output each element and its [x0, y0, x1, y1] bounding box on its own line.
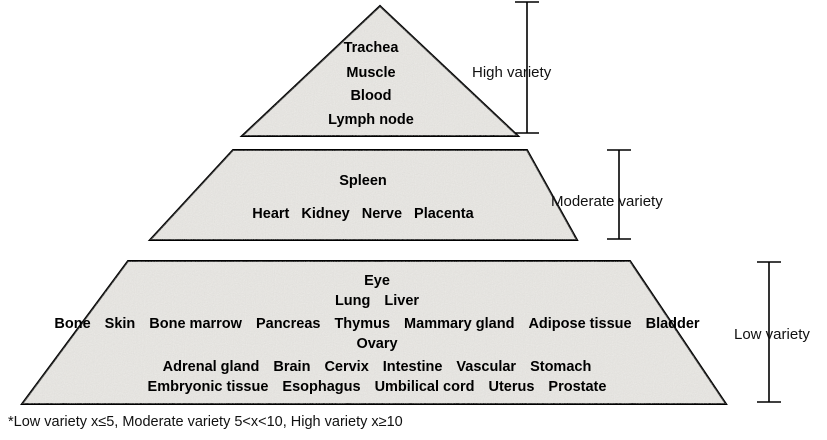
tissue-line: Adrenal gland Brain Cervix Intestine Vascula…	[163, 359, 592, 375]
tissue-placenta: Placenta	[414, 206, 475, 222]
tissue-line: Ovary	[356, 336, 397, 352]
tissue-thymus: Thymus	[334, 316, 390, 332]
tissue-muscle: Muscle	[346, 65, 395, 81]
tissue-uterus: Uterus	[488, 379, 534, 395]
range-bracket-low	[757, 261, 781, 403]
tissue-lymph-node: Lymph node	[328, 112, 414, 128]
footnote: *Low variety x≤5, Moderate variety 5<x<1…	[8, 414, 403, 430]
tissue-line: Spleen	[339, 173, 387, 189]
tissue-line: Eye	[364, 273, 390, 289]
tissue-bone: Bone	[54, 316, 90, 332]
tissue-ovary: Ovary	[356, 336, 397, 352]
tissue-line: Lymph node	[328, 112, 414, 128]
tissue-line: Bone Skin Bone marrow Pancreas Thymus Mammary…	[54, 316, 700, 332]
tier-low-label: Low variety	[734, 326, 810, 343]
tissue-bone-marrow: Bone marrow	[149, 316, 242, 332]
tissue-blood: Blood	[350, 88, 391, 104]
tissue-adrenal-gland: Adrenal gland	[163, 359, 260, 375]
tissue-lung: Lung	[335, 293, 370, 309]
tissue-line: Heart Kidney Nerve Placenta	[252, 206, 474, 222]
range-bracket-high	[515, 1, 539, 134]
tissue-prostate: Prostate	[548, 379, 606, 395]
tissue-liver: Liver	[384, 293, 419, 309]
tissue-intestine: Intestine	[383, 359, 443, 375]
tissue-eye: Eye	[364, 273, 390, 289]
tissue-brain: Brain	[273, 359, 310, 375]
tier-high-label: High variety	[472, 64, 552, 81]
tissue-nerve: Nerve	[362, 206, 402, 222]
tissue-spleen: Spleen	[339, 173, 387, 189]
tissue-skin: Skin	[105, 316, 136, 332]
tissue-line: Embryonic tissue Esophagus Umbilical cord U…	[148, 379, 607, 395]
tissue-heart: Heart	[252, 206, 289, 222]
tissue-bladder: Bladder	[646, 316, 700, 332]
tissue-mammary-gland: Mammary gland	[404, 316, 514, 332]
tissue-line: Lung Liver	[335, 293, 419, 309]
tissue-line: Trachea	[344, 40, 400, 56]
tissue-adipose-tissue: Adipose tissue	[528, 316, 631, 332]
tissue-line: Muscle	[346, 65, 395, 81]
tissue-vascular: Vascular	[456, 359, 516, 375]
tissue-line: Blood	[350, 88, 391, 104]
tissue-kidney: Kidney	[301, 206, 349, 222]
tissue-umbilical-cord: Umbilical cord	[375, 379, 475, 395]
tissue-pancreas: Pancreas	[256, 316, 321, 332]
tissue-embryonic-tissue: Embryonic tissue	[148, 379, 269, 395]
tissue-trachea: Trachea	[344, 40, 400, 56]
tissue-cervix: Cervix	[324, 359, 368, 375]
range-bracket-moderate	[607, 149, 631, 240]
tissue-stomach: Stomach	[530, 359, 591, 375]
tissue-esophagus: Esophagus	[282, 379, 360, 395]
tier-moderate-label: Moderate variety	[551, 193, 663, 210]
